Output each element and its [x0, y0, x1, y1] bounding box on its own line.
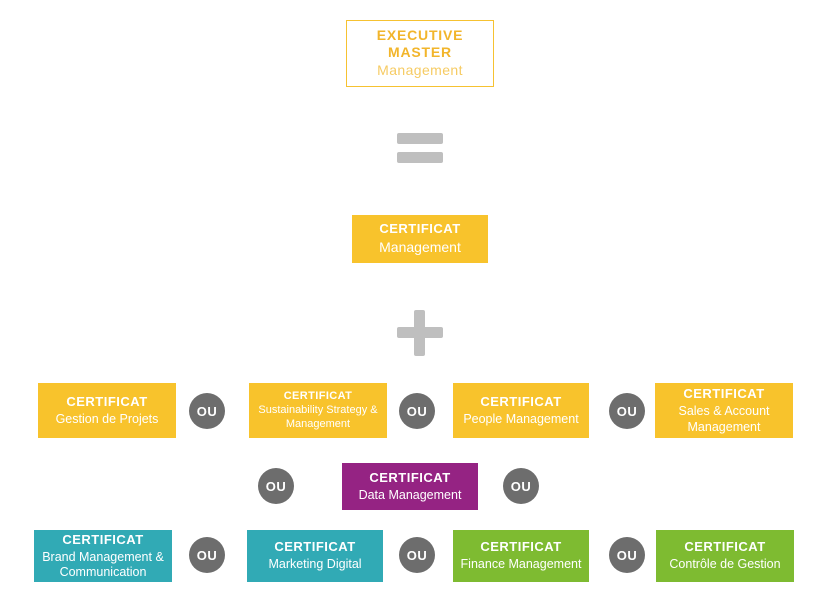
ou-connector: OU — [189, 393, 225, 429]
cert-subtitle: Gestion de Projets — [55, 411, 159, 426]
cert-finance-management: CERTIFICAT Finance Management — [453, 530, 589, 582]
cert-title: CERTIFICAT — [480, 539, 562, 555]
cert-controle-de-gestion: CERTIFICAT Contrôle de Gestion — [656, 530, 794, 582]
equals-bar-top — [397, 133, 443, 144]
cert-management: CERTIFICAT Management — [352, 215, 488, 263]
cert-sales-account-management: CERTIFICAT Sales & Account Management — [655, 383, 793, 438]
ou-connector: OU — [189, 537, 225, 573]
cert-people-management: CERTIFICAT People Management — [453, 383, 589, 438]
cert-subtitle: Brand Management & Communication — [42, 549, 164, 579]
equals-icon — [397, 133, 443, 163]
cert-subtitle: Marketing Digital — [268, 557, 362, 572]
equals-bar-bottom — [397, 152, 443, 163]
cert-subtitle: Sales & Account Management — [678, 404, 770, 434]
executive-master-box: EXECUTIVE MASTER Management — [346, 20, 494, 87]
cert-subtitle: Sustainability Strategy & Management — [258, 404, 378, 430]
plus-icon — [397, 310, 443, 356]
ou-connector: OU — [503, 468, 539, 504]
cert-gestion-de-projets: CERTIFICAT Gestion de Projets — [38, 383, 176, 438]
cert-brand-management-communication: CERTIFICAT Brand Management & Communicat… — [34, 530, 172, 582]
ou-connector: OU — [258, 468, 294, 504]
cert-data-management: CERTIFICAT Data Management — [342, 463, 478, 510]
cert-title: CERTIFICAT — [66, 393, 148, 409]
cert-subtitle: Contrôle de Gestion — [669, 557, 781, 572]
cert-subtitle: Data Management — [358, 487, 462, 502]
cert-title: CERTIFICAT — [480, 393, 562, 409]
ou-connector: OU — [399, 537, 435, 573]
cert-title: CERTIFICAT — [283, 390, 353, 403]
cert-title: CERTIFICAT — [274, 539, 356, 555]
cert-title: CERTIFICAT — [683, 386, 765, 402]
cert-title: CERTIFICAT — [379, 221, 461, 237]
cert-title: CERTIFICAT — [369, 469, 451, 485]
cert-subtitle: Finance Management — [460, 557, 582, 572]
ou-connector: OU — [609, 537, 645, 573]
ou-connector: OU — [609, 393, 645, 429]
plus-bar-vertical — [414, 310, 425, 356]
executive-master-line2: MASTER — [388, 44, 452, 60]
cert-sustainability-strategy: CERTIFICAT Sustainability Strategy & Man… — [249, 383, 387, 438]
cert-marketing-digital: CERTIFICAT Marketing Digital — [247, 530, 383, 582]
cert-title: CERTIFICAT — [684, 539, 766, 555]
ou-connector: OU — [399, 393, 435, 429]
cert-title: CERTIFICAT — [62, 531, 144, 547]
executive-master-line3: Management — [377, 62, 463, 78]
cert-subtitle: People Management — [463, 411, 579, 426]
executive-master-line1: EXECUTIVE — [376, 27, 464, 43]
cert-subtitle: Management — [379, 239, 461, 256]
